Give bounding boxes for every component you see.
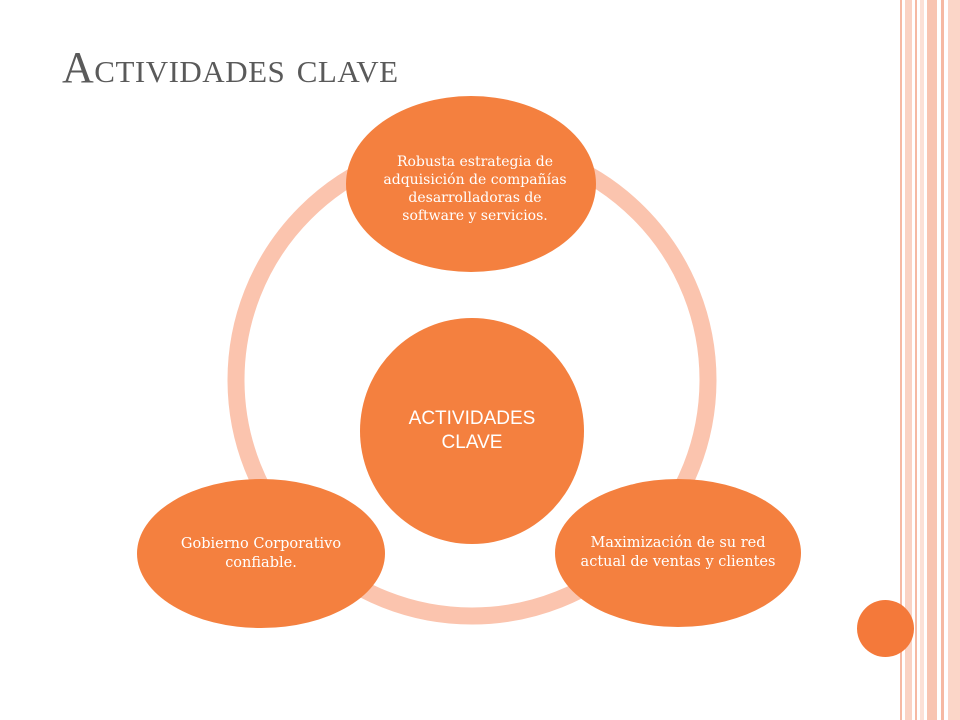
- slide-title: Actividades clave: [62, 43, 399, 92]
- cycle-node-acquisition-strategy: Robusta estrategia de adquisición de com…: [346, 96, 596, 272]
- cycle-node-sales-network: Maximización de su red actual de ventas …: [555, 479, 801, 627]
- cycle-node-corporate-governance-label: Gobierno Corporativo confiable.: [180, 535, 342, 571]
- cycle-center-label: ACTIVIDADES CLAVE: [408, 408, 536, 453]
- cycle-node-sales-network-label: Maximización de su red actual de ventas …: [580, 535, 776, 570]
- decorative-side-stripes: [900, 0, 960, 720]
- cycle-node-acquisition-strategy-label: Robusta estrategia de adquisición de com…: [383, 154, 567, 224]
- decorative-accent-dot: [857, 600, 914, 657]
- cycle-center-node: ACTIVIDADES CLAVE: [360, 318, 584, 544]
- cycle-node-corporate-governance: Gobierno Corporativo confiable.: [137, 479, 385, 628]
